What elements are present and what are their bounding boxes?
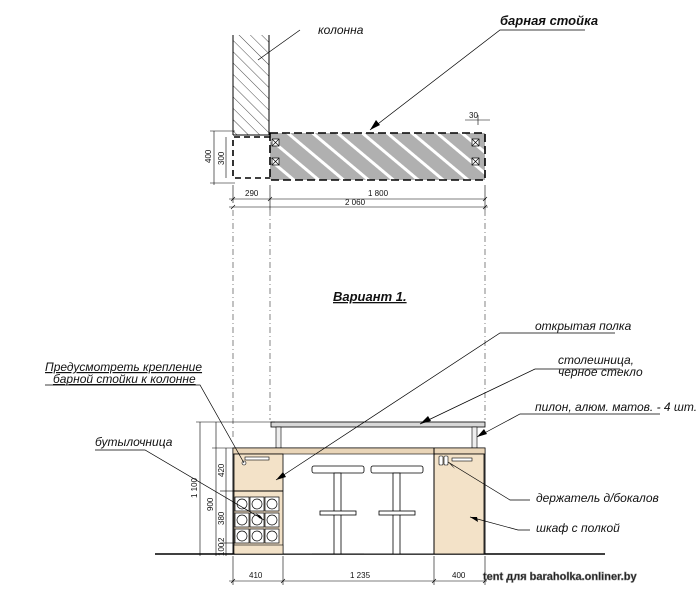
watermark: tent для baraholka.onliner.by	[483, 571, 638, 583]
dim-400: 400	[204, 149, 213, 163]
pylon-right	[471, 426, 478, 449]
dim-900: 900	[206, 497, 215, 511]
dim-1235: 1 235	[350, 571, 371, 580]
mount-label-1: Предусмотреть крепление	[45, 360, 202, 374]
dim-410: 410	[249, 571, 263, 580]
counter-top-band	[232, 447, 486, 455]
cabinet-label: шкаф с полкой	[536, 521, 620, 535]
column-label: колонна	[318, 23, 364, 37]
right-handle	[451, 457, 473, 462]
bar-counter-plan	[269, 132, 486, 181]
open-shelf-label: открытая полка	[535, 319, 632, 333]
dim-1100: 1 100	[190, 477, 199, 498]
tabletop-label-1: столешница,	[558, 353, 634, 367]
dim-400-bottom: 400	[452, 571, 466, 580]
plan-dimensions: 30 400 300 290 1 800 2 060	[204, 111, 490, 210]
dim-2: 2	[217, 537, 226, 542]
projection-lines	[232, 210, 486, 440]
mount-label-2: барной стойки к колонне	[53, 372, 196, 386]
elevation-view: открытая полка столешница, черное стекло…	[45, 319, 697, 585]
pylon-label: пилон, алюм. матов. - 4 шт.	[535, 400, 697, 414]
dim-2060: 2 060	[345, 198, 366, 207]
pylon-left	[275, 426, 282, 449]
elevation-leaders: открытая полка столешница, черное стекло…	[45, 319, 697, 535]
dim-380: 380	[217, 511, 226, 525]
dim-1800: 1 800	[368, 189, 389, 198]
dim-290: 290	[245, 189, 259, 198]
variant-title: Вариант 1.	[333, 289, 407, 304]
plan-view: колонна барная стойка 30 400 300 290 1 8…	[204, 13, 598, 210]
glass-holder-label: держатель д/бокалов	[536, 491, 659, 505]
elevation-dimensions: 1 100 900 420 380 2 100 410 1 235 400	[190, 421, 488, 585]
bottle-rack	[233, 496, 284, 555]
bottle-rack-label: бутылочница	[95, 435, 173, 449]
dim-100: 100	[217, 542, 226, 556]
dim-30: 30	[469, 111, 478, 120]
tabletop-glass	[270, 421, 486, 428]
pylon-markers-plan	[271, 138, 480, 166]
column-hatch	[233, 35, 269, 135]
right-cabinet	[433, 453, 485, 555]
dim-300: 300	[217, 151, 226, 165]
bar-stools	[311, 465, 424, 555]
tabletop-label-2: черное стекло	[558, 365, 643, 379]
bar-counter-label: барная стойка	[500, 13, 598, 28]
glass-holder-icon	[438, 455, 449, 466]
dim-420: 420	[217, 463, 226, 477]
left-handle	[244, 456, 270, 461]
